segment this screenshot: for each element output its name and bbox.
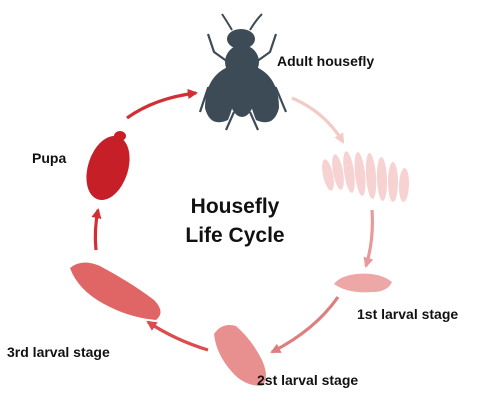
label-adult-housefly: Adult housefly (277, 54, 374, 68)
arrow-larva2-to-larva3 (148, 322, 208, 350)
arrow-larva3-to-pupa (95, 210, 98, 250)
arrow-adult-to-eggs (292, 98, 343, 142)
arrow-pupa-to-adult (127, 93, 196, 118)
housefly-icon (200, 14, 286, 130)
arrow-larva1-to-larva2 (272, 297, 338, 352)
label-third-larval-stage: 3rd larval stage (7, 345, 110, 359)
arrow-eggs-to-larva1 (366, 210, 372, 266)
pupa-icon (79, 130, 137, 205)
title-line-1: Housefly (140, 192, 330, 221)
eggs-icon (320, 151, 410, 203)
larva-icon (70, 262, 161, 320)
title-line-2: Life Cycle (140, 221, 330, 250)
label-second-larval-stage: 2st larval stage (257, 373, 358, 387)
larva-icon (334, 274, 392, 293)
label-first-larval-stage: 1st larval stage (357, 307, 458, 321)
label-pupa: Pupa (32, 151, 66, 165)
diagram-title: Housefly Life Cycle (140, 192, 330, 250)
